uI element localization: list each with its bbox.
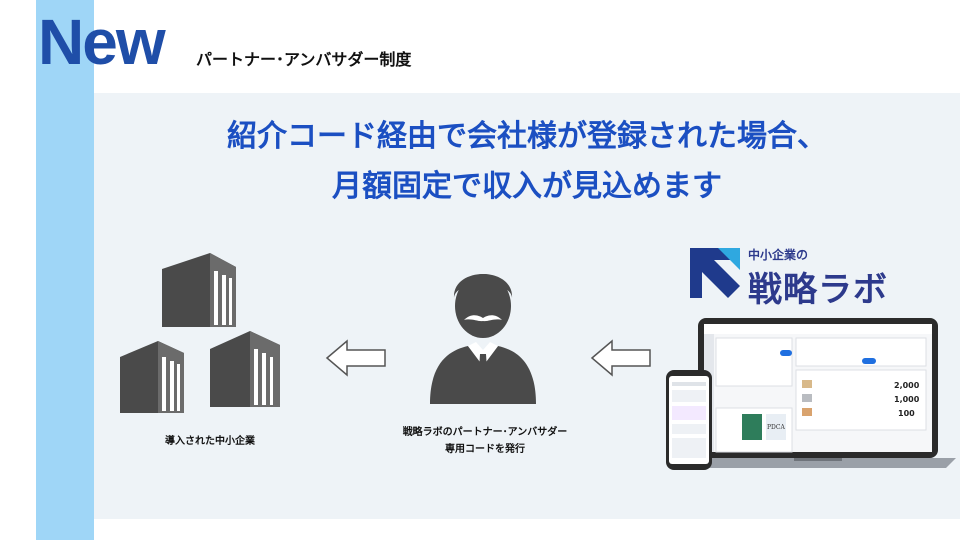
headline: 紹介コード経由で会社様が登録された場合、 月額固定で収入が見込めます bbox=[94, 112, 960, 212]
ambassador-label-line-2: 専用コードを発行 bbox=[380, 441, 590, 458]
page-subtitle: パートナー･アンバサダー制度 bbox=[196, 46, 411, 70]
phone-mockup bbox=[664, 368, 714, 472]
businessman-icon bbox=[424, 254, 542, 414]
buildings-icon bbox=[118, 245, 298, 415]
building-icon bbox=[162, 253, 236, 327]
mock-value-1: 2,000 bbox=[894, 381, 920, 390]
arrow-left-icon bbox=[590, 338, 652, 378]
brand-subtitle: 中小企業の bbox=[748, 246, 808, 263]
building-icon bbox=[210, 331, 280, 407]
ambassador-label: 戦略ラボのパートナー･アンバサダー 専用コードを発行 bbox=[380, 424, 590, 458]
mock-value-3: 100 bbox=[898, 409, 915, 418]
side-accent-bar bbox=[36, 0, 94, 540]
brand-name: 戦略ラボ bbox=[748, 262, 888, 311]
arrow-left-icon bbox=[325, 338, 387, 378]
mock-value-2: 1,000 bbox=[894, 395, 920, 404]
headline-line-2: 月額固定で収入が見込めます bbox=[94, 162, 960, 212]
mock-tablet-text: PDCA bbox=[767, 424, 785, 431]
ambassador-label-line-1: 戦略ラボのパートナー･アンバサダー bbox=[380, 424, 590, 441]
brand-logo-icon bbox=[688, 246, 742, 300]
headline-line-1: 紹介コード経由で会社様が登録された場合、 bbox=[94, 112, 960, 162]
building-icon bbox=[120, 341, 184, 413]
new-badge: New bbox=[38, 10, 164, 74]
companies-label: 導入された中小企業 bbox=[140, 432, 280, 447]
